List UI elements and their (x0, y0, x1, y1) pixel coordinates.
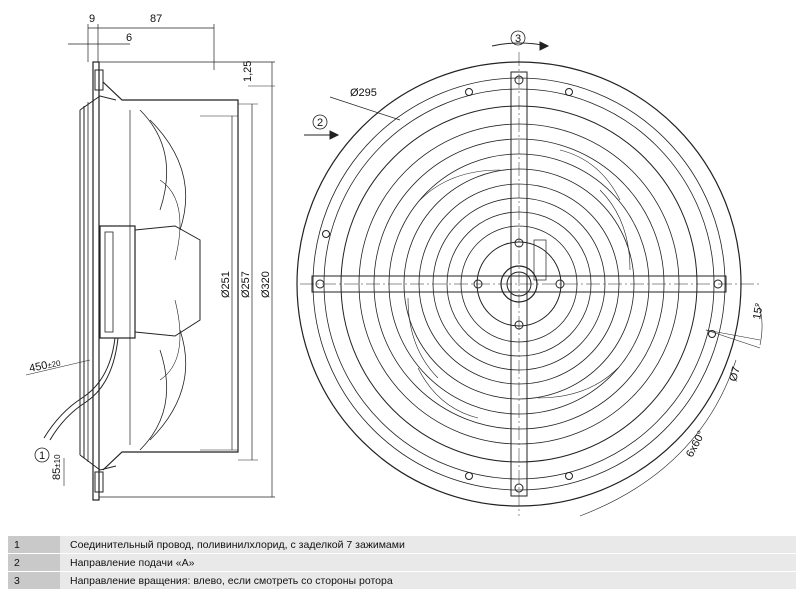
dim-9: 9 (89, 13, 95, 25)
legend-text: Направление вращения: влево, если смотре… (60, 571, 796, 590)
dim-cable-length: 450±20 (28, 357, 62, 375)
svg-text:85±10: 85±10 (51, 454, 63, 480)
side-view (25, 24, 275, 501)
technical-drawing: 9 87 6 1,25 Ø251 Ø257 Ø320 450±20 85±10 … (25, 13, 766, 517)
callout-3: 3 (510, 30, 526, 46)
legend-text: Направление подачи «А» (60, 553, 796, 572)
dim-87: 87 (150, 13, 162, 25)
callout-1: 1 (34, 447, 50, 463)
dim-holes-6x60: 6x60° (684, 429, 708, 460)
cable-length-value: 450 (28, 359, 48, 375)
callout-1-label: 1 (39, 450, 45, 462)
legend-text: Соединительный провод, поливинилхлорид, … (60, 536, 796, 554)
callout-3-label: 3 (515, 33, 521, 45)
legend-row: 3 Направление вращения: влево, если смот… (8, 571, 796, 590)
legend-row: 1 Соединительный провод, поливинилхлорид… (8, 536, 796, 554)
dim-d7: Ø7 (727, 365, 742, 382)
callout-2-label: 2 (317, 117, 323, 129)
dim-strip-length: 85±10 (51, 454, 63, 480)
legend-number: 1 (8, 536, 60, 554)
svg-text:450±20: 450±20 (28, 357, 62, 375)
legend-number: 2 (8, 553, 60, 572)
dim-d295: Ø295 (350, 87, 377, 99)
legend-row: 2 Направление подачи «А» (8, 553, 796, 572)
strip-length-value: 85 (51, 468, 63, 480)
dim-d251: Ø251 (220, 271, 232, 298)
cable-length-tolerance: ±20 (47, 358, 62, 370)
dim-6: 6 (126, 32, 132, 44)
callout-2: 2 (312, 114, 328, 130)
dim-d320: Ø320 (260, 271, 272, 298)
dim-angle-15: 15° (751, 302, 766, 320)
front-view (296, 41, 763, 517)
dim-d257: Ø257 (240, 271, 252, 298)
dim-1-25: 1,25 (242, 61, 254, 82)
legend-number: 3 (8, 571, 60, 590)
legend-table: 1 Соединительный провод, поливинилхлорид… (8, 536, 796, 590)
strip-length-tolerance: ±10 (53, 454, 62, 468)
